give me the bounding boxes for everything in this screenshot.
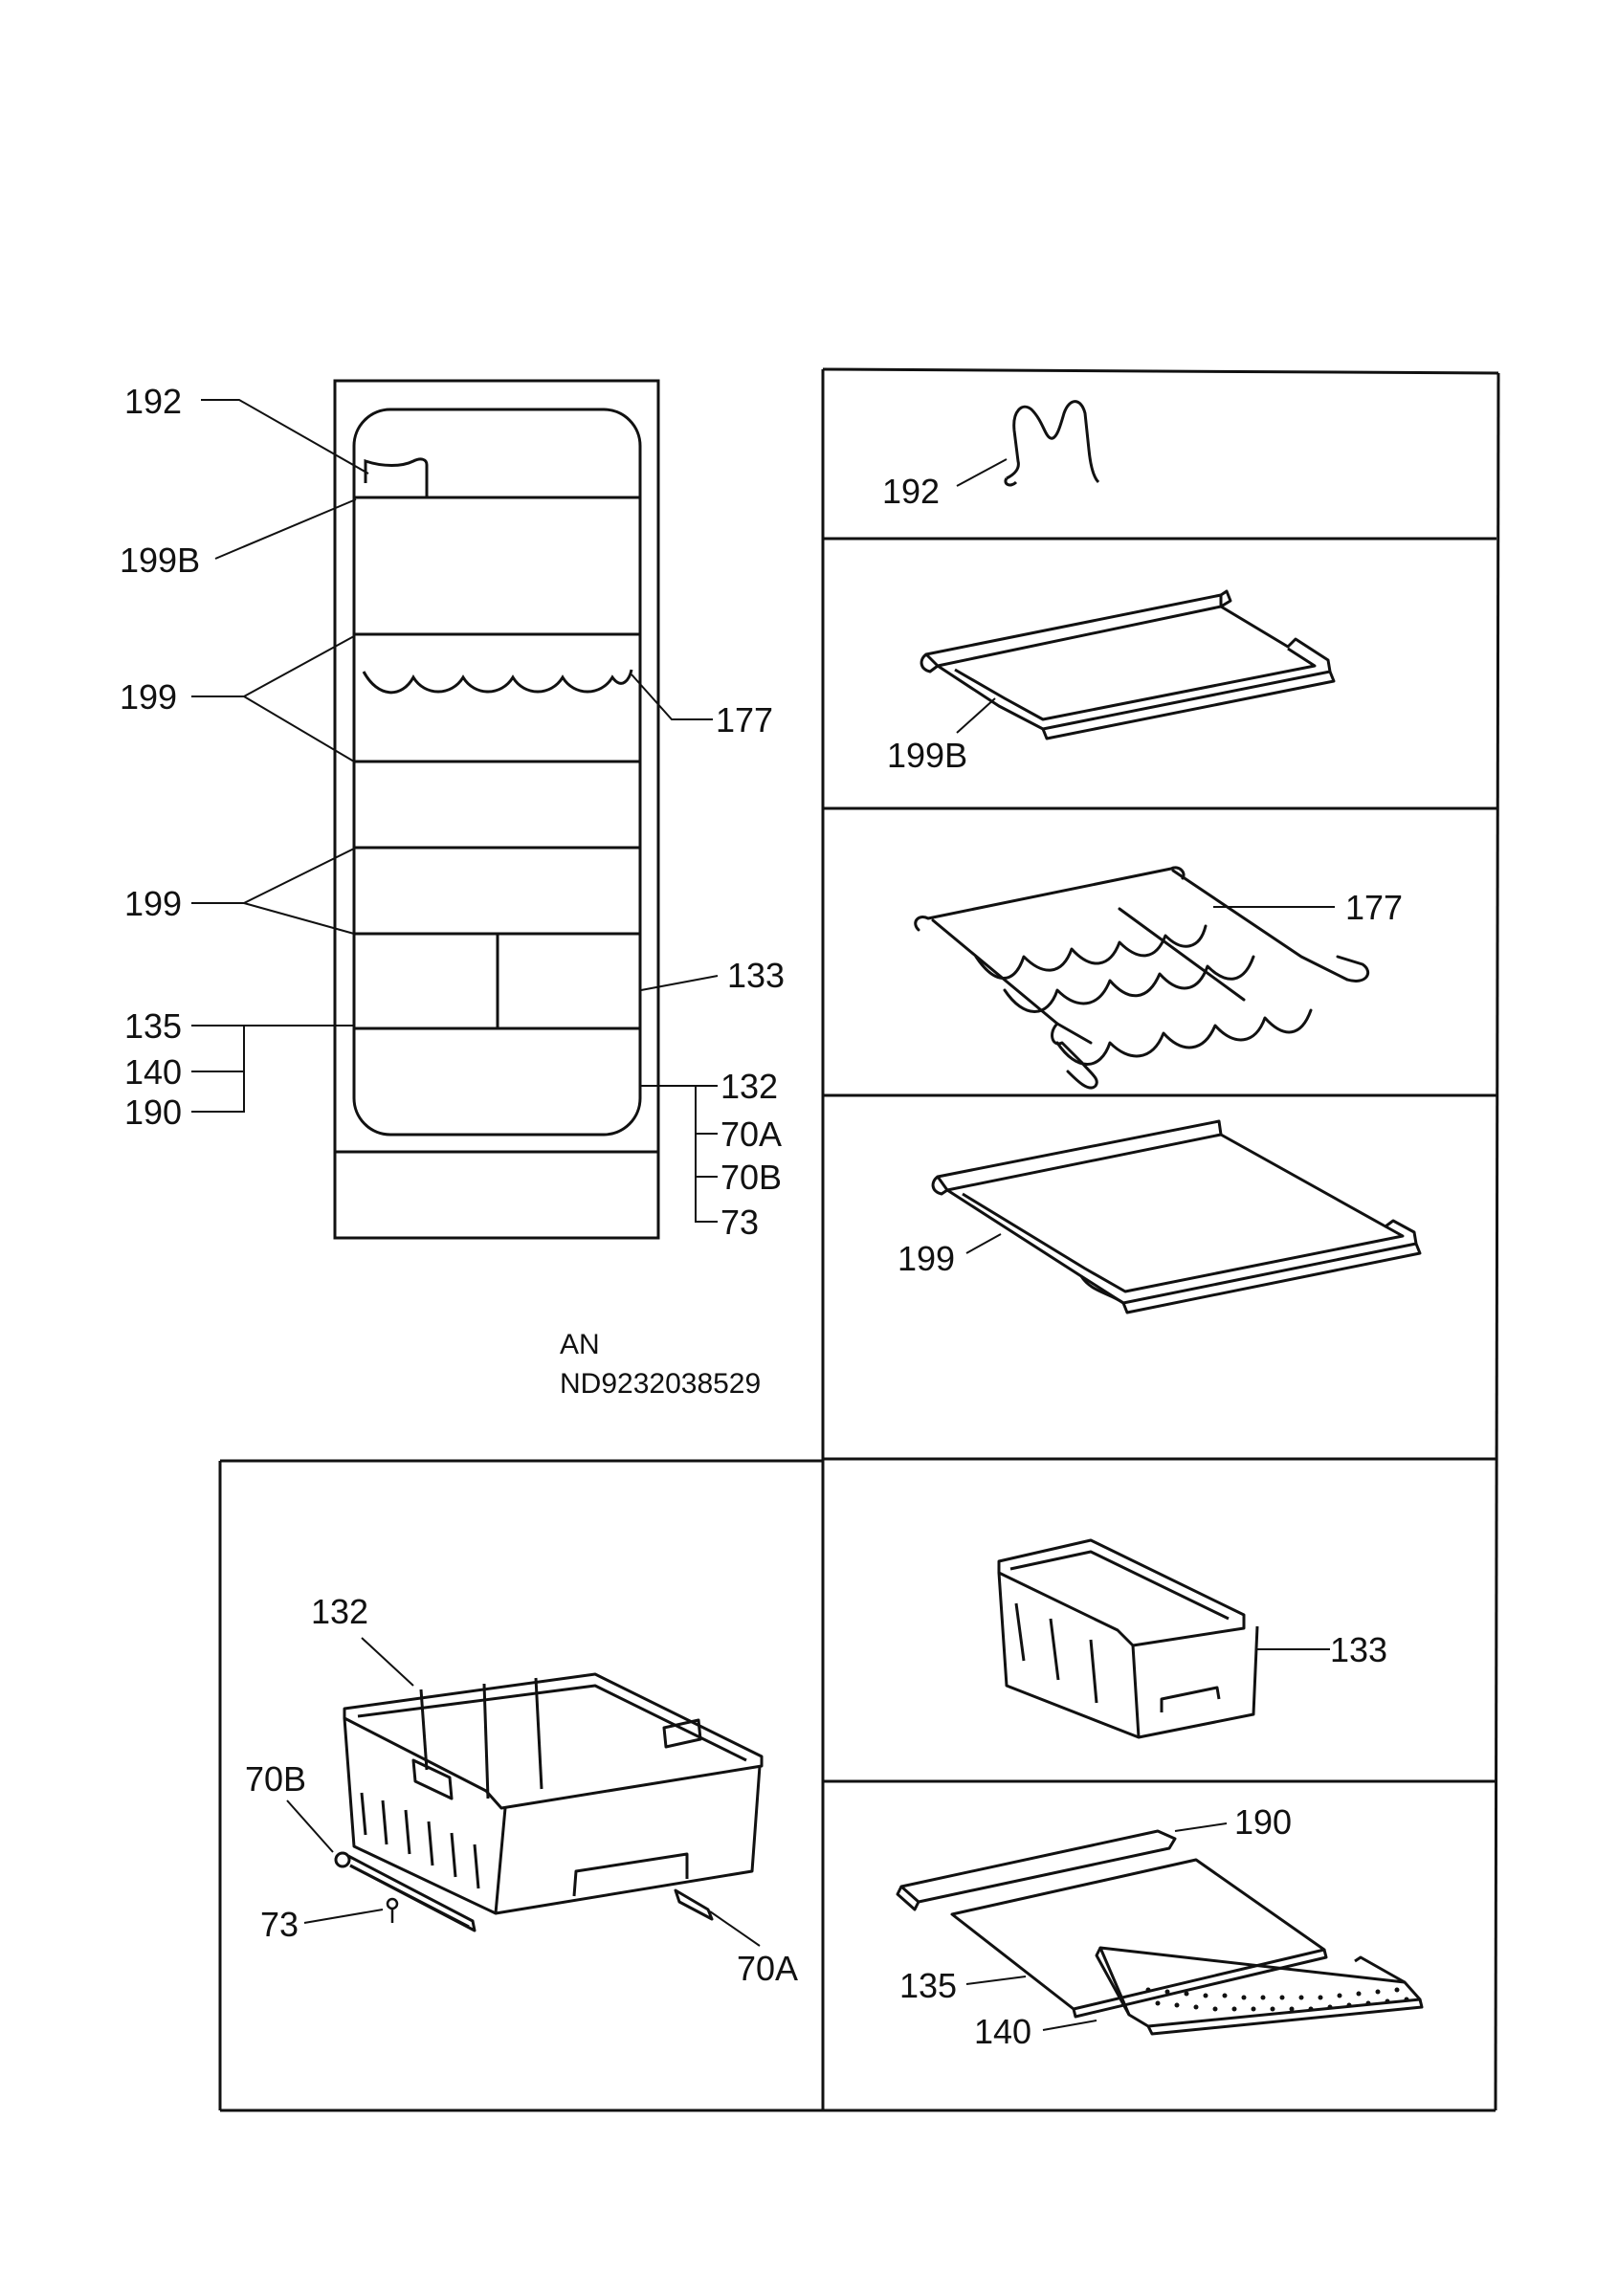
label-73: 73 [720,1203,759,1242]
detail-label-132: 132 [311,1592,368,1631]
label-70a: 70A [720,1115,782,1154]
detail-label-70a: 70A [737,1949,798,1988]
detail-label-199b: 199B [887,736,967,775]
leader-190 [1174,1822,1228,1832]
part-70a-slide-rail [674,1888,714,1921]
label-190: 190 [124,1093,182,1132]
detail-label-73: 73 [260,1905,299,1944]
part-73-screw [386,1897,399,1923]
detail-label-177: 177 [1345,888,1403,927]
model-code-line1: AN [560,1329,600,1360]
vent-holes [1145,1987,1409,2012]
label-140: 140 [124,1052,182,1092]
leader-73 [303,1909,384,1924]
label-192: 192 [124,382,182,421]
part-132-crisper-drawer [343,1672,764,1915]
leader-132 [361,1637,414,1687]
label-199-upper: 199 [120,677,177,717]
detail-label-70b: 70B [245,1759,306,1799]
part-199-shelf [931,1119,1422,1314]
panel-grid [218,367,1500,2112]
leader-199 [965,1233,1002,1254]
part-177-wine-rack [914,866,1369,1090]
part-199b-shelf [920,589,1336,740]
cabinet-overview [333,379,660,1240]
overview-leaders [191,399,719,1223]
label-132: 132 [720,1067,778,1106]
part-190-profile [896,1829,1177,1911]
overview-label-group: 192 199B 199 177 199 133 135 140 190 132… [120,382,785,1242]
leader-199b [956,697,996,734]
label-199-lower: 199 [124,884,182,923]
leader-140 [1042,2020,1097,2031]
part-135-glass-shelf [950,1858,1328,2019]
detail-label-133: 133 [1330,1630,1387,1669]
part-192-wire-clip [1004,400,1100,487]
label-70b: 70B [720,1158,782,1197]
model-code: AN ND9232038529 [560,1329,761,1400]
detail-label-192: 192 [882,472,940,511]
leader-192 [956,458,1008,487]
label-177: 177 [716,700,773,740]
detail-label-135: 135 [899,1966,957,2005]
label-135: 135 [124,1006,182,1046]
detail-label-190: 190 [1234,1802,1292,1842]
part-140-vent-strip [1095,1946,1424,2036]
part-70b-slide-rail [334,1851,477,1932]
leader-70b [286,1799,334,1853]
leader-70a [709,1910,761,1947]
label-199b: 199B [120,541,200,580]
part-133-small-drawer [997,1538,1259,1739]
detail-label-199: 199 [898,1239,955,1278]
label-133: 133 [727,956,785,995]
leader-135 [965,1976,1027,1985]
detail-label-140: 140 [974,2012,1031,2051]
model-code-line2: ND9232038529 [560,1368,761,1400]
